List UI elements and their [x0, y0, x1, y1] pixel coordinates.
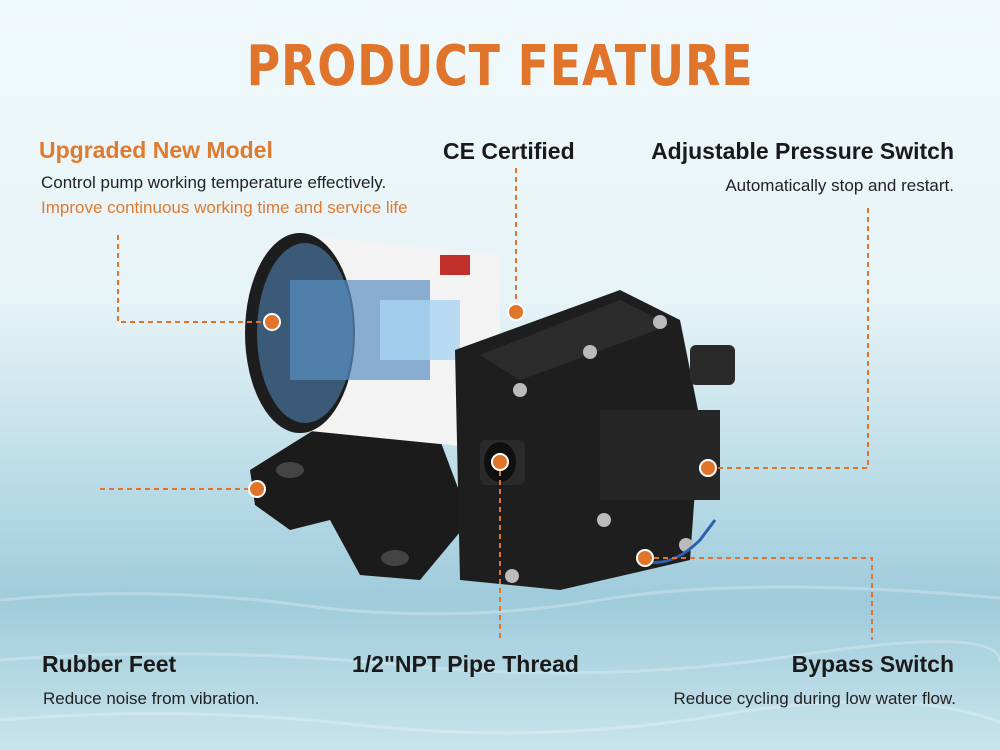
feature-bypass-title: Bypass Switch [791, 651, 954, 677]
feature-feet-title: Rubber Feet [42, 651, 177, 677]
feature-ce-title: CE Certified [443, 138, 575, 164]
feature-upgraded-title: Upgraded New Model [39, 137, 273, 163]
feature-upgraded-line2: Improve continuous working time and serv… [41, 198, 408, 217]
callout-dots [248, 303, 717, 567]
feature-pressure-title: Adjustable Pressure Switch [651, 138, 954, 164]
callout-lines [100, 168, 873, 640]
feature-thread-title: 1/2"NPT Pipe Thread [352, 651, 579, 677]
feature-feet-desc: Reduce noise from vibration. [43, 689, 260, 708]
feature-upgraded-line1: Control pump working temperature effecti… [41, 173, 387, 192]
page-title: PRODUCT FEATURE [246, 34, 754, 99]
feature-pressure-desc: Automatically stop and restart. [725, 176, 954, 195]
rubber-feet [250, 420, 470, 580]
feature-bypass-desc: Reduce cycling during low water flow. [673, 689, 956, 708]
